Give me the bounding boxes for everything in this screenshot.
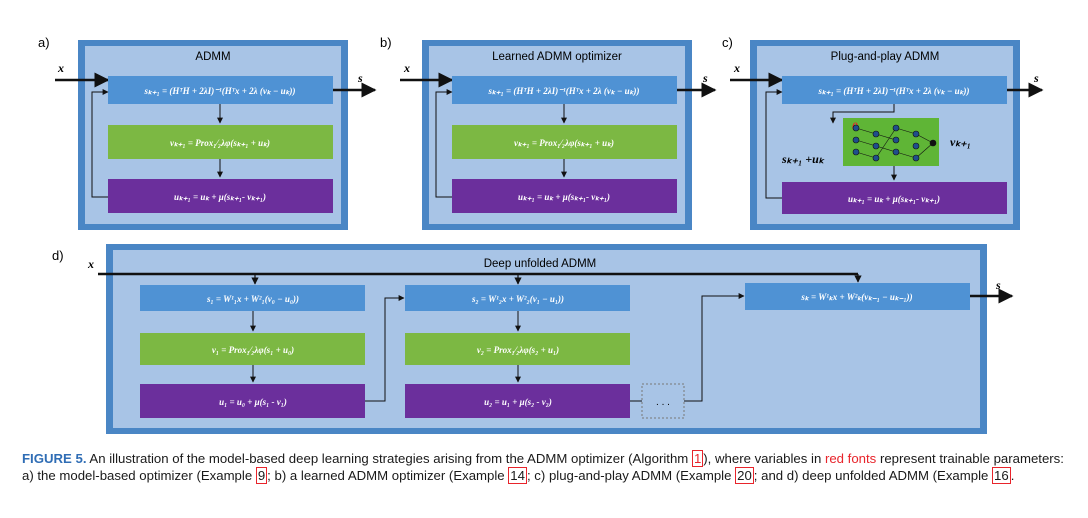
panel-b: b) Learned ADMM optimizer x sₖ₊₁ = (HᵀH … [380,35,717,230]
caption-text-1: An illustration of the model-based deep … [86,451,692,466]
panel-a-feedback-arrow [91,89,109,198]
panel-b-feedback-arrow [435,89,453,198]
panel-a-v-update: vₖ₊₁ = Prox₁⁄₂λφ(sₖ₊₁ + uₖ) [170,138,270,148]
panel-b-s-update: sₖ₊₁ = (HᵀH + 2λI)⁻¹(Hᵀx + 2λ (vₖ − uₖ)) [488,86,640,96]
panel-b-title: Learned ADMM optimizer [492,51,622,63]
caption-text-6: ; and d) deep unfolded ADMM (Example [753,468,993,483]
panel-b-v-update-box [452,125,677,159]
stage-1-v-box [140,333,365,365]
panel-c-output-label: s [1033,71,1039,85]
panel-a-v-update-box [108,125,333,159]
caption-ref-example-d[interactable]: 16 [992,467,1011,484]
panel-b-letter: b) [380,35,392,50]
stage-2-u-box [405,384,630,418]
stage-k-s-box [745,283,970,310]
panel-b-output-label: s [702,71,708,85]
stage-1-to-2-arrow [365,295,405,402]
panel-c-u-update-box [782,182,1007,214]
panel-c-net-output: vₖ₊₁ [950,135,971,149]
panel-c-s-update: sₖ₊₁ = (HᵀH + 2λI)⁻¹(Hᵀx + 2λ (vₖ − uₖ)) [818,86,970,96]
panel-d-title: Deep unfolded ADMM [484,258,597,270]
panel-a-input-label: x [57,61,64,75]
caption-text-7: . [1010,468,1015,483]
stage-2-v-box [405,333,630,365]
stage-1-s-update: s₁ = W¹₁x + W²₁(v₀ − u₀)) [206,294,299,304]
caption-text-5: ; c) plug-and-play ADMM (Example [526,468,736,483]
panel-a-letter: a) [38,35,50,50]
stage-2-u-update: u₂ = u₁ + μ(s₂ - v₂) [484,397,552,407]
stage-2-v-update: v₂ = Prox₁⁄₂λφ(s₂ + u₁) [477,345,559,355]
panel-b-input-label: x [403,61,410,75]
panel-d: d) Deep unfolded ADMM x s₁ = W¹₁x + W²₁(… [52,244,1014,434]
ellipsis-to-k-arrow [684,293,745,402]
stage-1-s-box [140,285,365,311]
panel-a-s-update-box [108,76,333,104]
panel-b-s-update-box [452,76,677,104]
panel-c-arrow-to-net [830,104,895,124]
stage-k-s-update: sₖ = W¹ₖx + W²ₖ(vₖ₋₁ − uₖ₋₁)) [800,292,912,302]
panel-b-v-update: vₖ₊₁ = Prox₁⁄₂λφ(sₖ₊₁ + uₖ) [514,138,614,148]
panel-c: c) Plug-and-play ADMM x sₖ₊₁ = (HᵀH + 2λ… [722,35,1044,230]
stage-1-v-update: v₁ = Prox₁⁄₂λφ(s₁ + u₀) [212,345,294,355]
panel-a-u-update-box [108,179,333,213]
panel-a-output-label: s [357,71,363,85]
caption-ref-example-b[interactable]: 14 [508,467,527,484]
caption-text-4: ; b) a learned ADMM optimizer (Example [267,468,509,483]
panel-c-input-label: x [733,61,740,75]
caption-ref-example-a[interactable]: 9 [255,467,268,484]
caption-text-3: represent trainable parameters: a) the m… [22,451,1064,483]
panel-b-u-update-box [452,179,677,213]
panel-a-u-update: uₖ₊₁ = uₖ + μ(sₖ₊₁- vₖ₊₁) [174,192,266,202]
panel-d-output-label: s [995,278,1001,292]
stage-1-u-update: u₁ = u₀ + μ(s₁ - v₁) [219,397,287,407]
panel-c-u-update: uₖ₊₁ = uₖ + μ(sₖ₊₁- vₖ₊₁) [848,194,940,204]
panel-d-letter: d) [52,248,64,263]
panel-c-net-input: sₖ₊₁ +uₖ [781,152,826,166]
panel-c-network-box [843,118,939,166]
panel-d-input-label: x [87,257,94,271]
stage-2-s-box [405,285,630,311]
caption-label: FIGURE 5. [22,451,87,466]
caption-ref-example-c[interactable]: 20 [735,467,754,484]
stage-2-s-update: s₂ = W¹₂x + W²₂(v₁ − u₁)) [471,294,564,304]
ellipsis: . . . [656,397,670,408]
ellipsis-box [641,383,685,419]
stage-1-u-box [140,384,365,418]
panel-a: a) ADMM x sₖ₊₁ = (HᵀH + 2λI)⁻¹(Hᵀx + 2λ … [38,35,377,230]
panel-a-s-update: sₖ₊₁ = (HᵀH + 2λI)⁻¹(Hᵀx + 2λ (vₖ − uₖ)) [144,86,296,96]
caption-text-2: ), where variables in [703,451,825,466]
panel-b-u-update: uₖ₊₁ = uₖ + μ(sₖ₊₁- vₖ₊₁) [518,192,610,202]
caption-red-fonts: red fonts [824,451,877,466]
panel-a-title: ADMM [195,51,230,63]
panel-c-feedback-arrow [765,89,783,199]
neural-network-icon [852,124,937,162]
figure-caption: FIGURE 5. An illustration of the model-b… [22,450,1067,484]
panel-c-letter: c) [722,35,733,50]
panel-c-title: Plug-and-play ADMM [831,51,940,63]
panel-c-s-update-box [782,76,1007,104]
caption-ref-algorithm[interactable]: 1 [691,450,704,467]
